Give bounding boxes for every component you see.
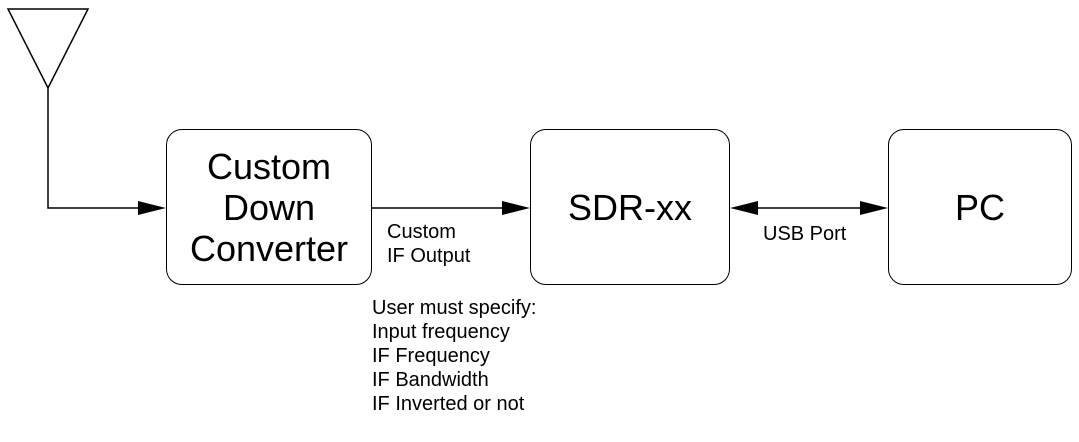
if-output-label-line: IF Output [387,245,471,267]
arrow-into-pc [860,201,888,215]
antenna-icon [6,8,150,209]
usb-port-label-text: USB Port [763,223,847,245]
sdr-block: SDR-xx [530,129,730,285]
arrow-into-converter [138,201,166,215]
note-line: IF Bandwidth [372,369,489,391]
requirements-note: User must specify: Input frequency IF Fr… [372,296,536,416]
sdr-label: SDR-xx [568,186,692,228]
note-line: IF Inverted or not [372,393,525,415]
arrow-into-sdr [502,201,530,215]
arrow-into-sdr-from-pc [730,201,758,215]
converter-label-line: Converter [189,227,349,269]
note-line: Input frequency [372,321,510,343]
pc-block: PC [888,129,1072,285]
down-converter-block: Custom Down Converter [166,129,372,285]
note-line: IF Frequency [372,345,490,367]
converter-label-line: Custom [206,145,332,187]
pc-label: PC [954,186,1005,228]
usb-port-label: USB Port [763,222,846,246]
converter-label-line: Down [222,186,316,228]
if-output-label: Custom IF Output [387,220,470,268]
note-line: User must specify: [372,297,537,319]
if-output-label-line: Custom [387,221,456,243]
